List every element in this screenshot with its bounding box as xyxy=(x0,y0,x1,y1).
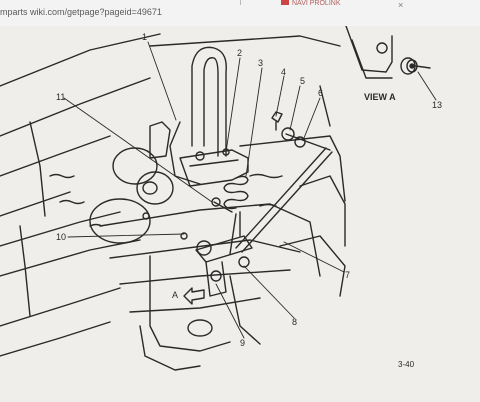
screw xyxy=(271,111,283,131)
manual-page: 1 2 3 4 5 6 7 8 9 10 11 13 VIEW A A 3-40 xyxy=(0,25,480,402)
tab-favicon-icon xyxy=(281,0,289,5)
callout-13: 13 xyxy=(432,100,442,110)
callout-1: 1 xyxy=(142,32,147,42)
url-text[interactable]: mparts wiki.com/getpage?pageid=49671 xyxy=(0,7,162,17)
toolbar-divider xyxy=(240,0,241,5)
leader-lines xyxy=(63,41,437,339)
callout-7: 7 xyxy=(345,270,350,280)
callout-4: 4 xyxy=(281,67,286,77)
air-tube xyxy=(191,46,227,157)
page-number: 3-40 xyxy=(398,360,415,369)
callout-10: 10 xyxy=(56,232,66,242)
callout-5: 5 xyxy=(300,76,305,86)
engine-linkage-diagram: 1 2 3 4 5 6 7 8 9 10 11 13 VIEW A A 3-40 xyxy=(0,25,442,371)
view-a-inset xyxy=(345,25,431,79)
close-icon[interactable]: × xyxy=(398,0,404,10)
lower-linkage xyxy=(142,197,253,297)
callout-3: 3 xyxy=(258,58,263,68)
callout-11: 11 xyxy=(56,92,65,102)
callout-9: 9 xyxy=(240,338,245,348)
view-arrow xyxy=(183,287,205,305)
throttle-rod xyxy=(235,127,333,253)
callout-6: 6 xyxy=(318,88,323,98)
browser-address-bar[interactable]: mparts wiki.com/getpage?pageid=49671 NAV… xyxy=(0,0,480,27)
callout-8: 8 xyxy=(292,317,297,327)
callout-2: 2 xyxy=(237,48,242,58)
return-spring xyxy=(223,175,249,237)
view-a-label: VIEW A xyxy=(364,92,396,102)
arrow-a-label: A xyxy=(172,290,178,300)
tab-title[interactable]: NAVI PROLINK xyxy=(292,0,341,7)
